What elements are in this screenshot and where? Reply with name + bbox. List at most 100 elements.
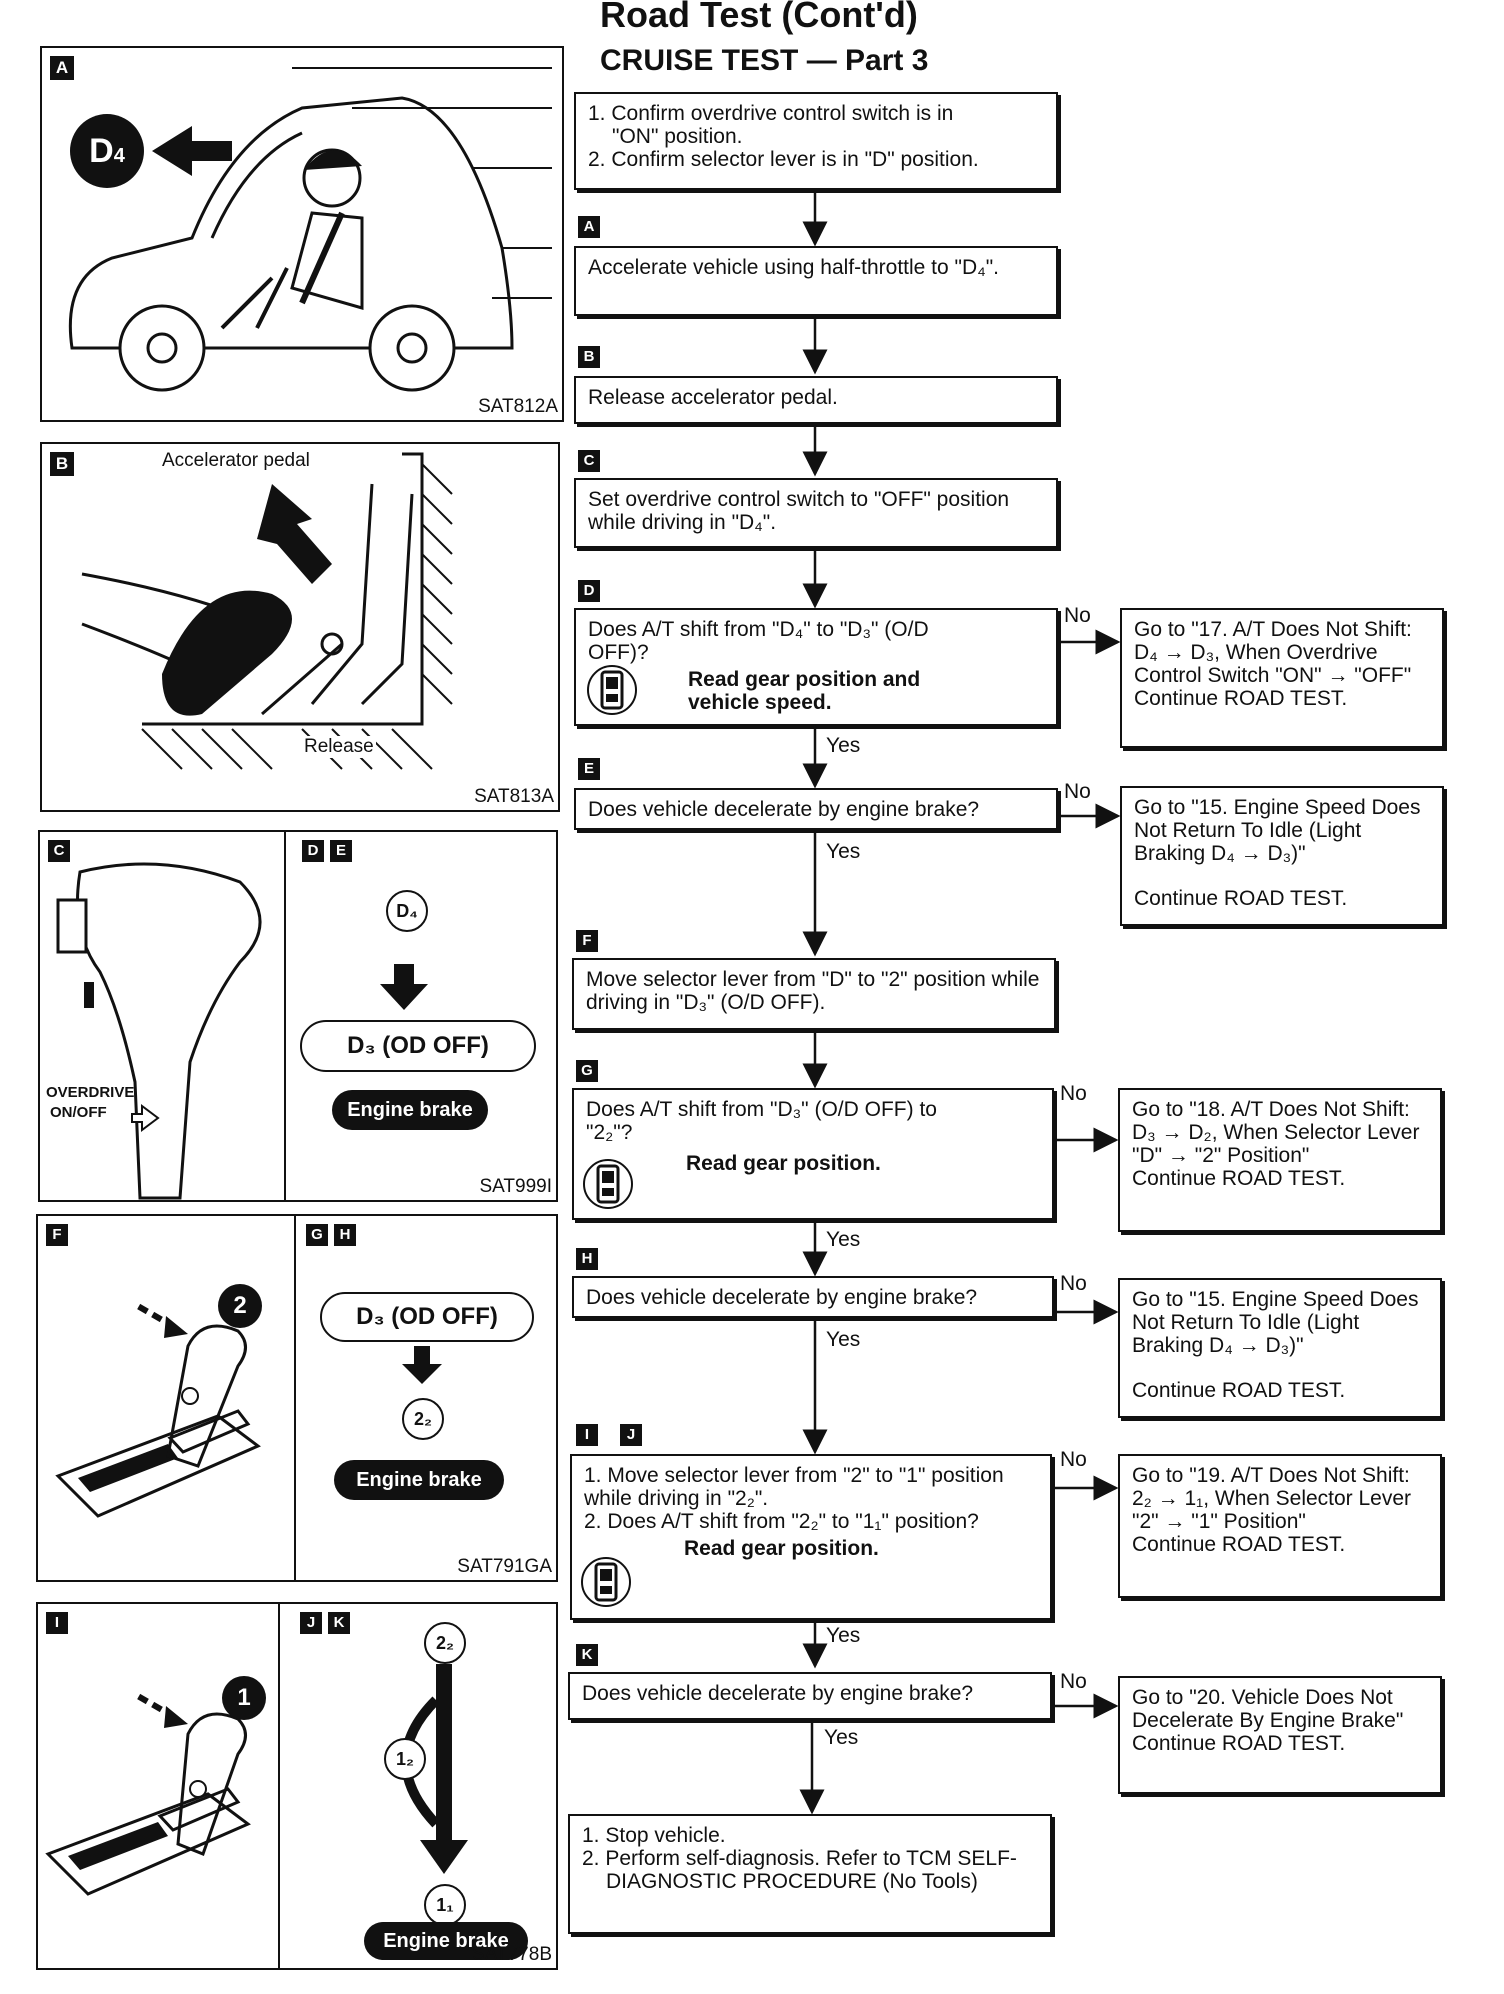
panel-e-letter: E <box>330 840 352 862</box>
step-a-box: Accelerate vehicle using half-throttle t… <box>574 246 1058 316</box>
outcome-k-text: Go to "20. Vehicle Does Not Decelerate B… <box>1132 1686 1404 1732</box>
step-f-box: Move selector lever from "D" to "2" posi… <box>572 958 1056 1030</box>
step-d-box: Does A/T shift from "D₄" to "D₃" (O/D OF… <box>574 608 1058 726</box>
step-end-box: 1. Stop vehicle. 2. Perform self-diagnos… <box>568 1814 1052 1934</box>
onoff-label: ON/OFF <box>50 1104 107 1121</box>
outcome-k-continue: Continue ROAD TEST. <box>1132 1732 1346 1755</box>
panel-ijk: I J K 1 2₂ 1₂ 1₁ Engine brake SAT778B <box>36 1602 558 1970</box>
step-k-letter: K <box>576 1644 598 1666</box>
left-arrow-icon <box>152 126 232 176</box>
outcome-e-text: Go to "15. Engine Speed Does Not Return … <box>1134 796 1421 865</box>
step-ij-yes: Yes <box>826 1624 861 1647</box>
outcome-k-box: Go to "20. Vehicle Does Not Decelerate B… <box>1118 1676 1442 1794</box>
page-title: Road Test (Cont'd) <box>600 0 918 35</box>
step-k-no: No <box>1060 1670 1087 1693</box>
d4-badge-main: D <box>89 132 114 170</box>
step-h-yes: Yes <box>826 1328 861 1351</box>
consult-reader-icon <box>583 1159 633 1209</box>
step-a-letter: A <box>578 216 600 238</box>
position-2-badge: 2 <box>218 1284 262 1328</box>
selector-lever-illustration-1 <box>45 1693 251 1896</box>
panel-k-letter: K <box>328 1612 350 1634</box>
position-1-badge: 1 <box>222 1676 266 1720</box>
panel-fgh-code: SAT791GA <box>457 1556 552 1577</box>
outcome-e-continue: Continue ROAD TEST. <box>1134 887 1348 910</box>
outcome-g-continue: Continue ROAD TEST. <box>1132 1167 1346 1190</box>
fgh-d3-od-off-box: D₃ (OD OFF) <box>320 1292 534 1342</box>
outcome-d-text: Go to "17. A/T Does Not Shift: D₄ → D₃, … <box>1134 618 1412 687</box>
step-d-yes: Yes <box>826 734 861 757</box>
start-line-1: 1. Confirm overdrive control switch is i… <box>588 102 954 125</box>
step-start-box: 1. Confirm overdrive control switch is i… <box>574 92 1058 190</box>
panel-b: B Accelerator pedal Release SAT813A <box>40 442 560 812</box>
step-h-box: Does vehicle decelerate by engine brake? <box>572 1276 1054 1318</box>
panel-cde: C D E OVERDRIVE ON/OFF D₄ D₃ (OD OFF) En… <box>38 830 558 1202</box>
arrow-right-outline-icon <box>131 1104 160 1132</box>
consult-reader-icon <box>581 1557 631 1607</box>
outcome-ij-text: Go to "19. A/T Does Not Shift: 2₂ → 1₁, … <box>1132 1464 1412 1533</box>
step-d-no: No <box>1064 604 1091 627</box>
outcome-ij-continue: Continue ROAD TEST. <box>1132 1533 1346 1556</box>
d3-od-off-box: D₃ (OD OFF) <box>300 1020 536 1072</box>
step-a-text: Accelerate vehicle using half-throttle t… <box>588 256 1000 279</box>
step-d-note: Read gear position and vehicle speed. <box>688 668 921 714</box>
step-e-letter: E <box>578 758 600 780</box>
step-ij-box: 1. Move selector lever from "2" to "1" p… <box>570 1454 1052 1620</box>
step-k-box: Does vehicle decelerate by engine brake? <box>568 1672 1052 1720</box>
step-i-letter: I <box>576 1424 598 1446</box>
panel-g-letter: G <box>306 1224 328 1246</box>
step-c-box: Set overdrive control switch to "OFF" po… <box>574 478 1058 548</box>
engine-brake-pill: Engine brake <box>332 1090 488 1130</box>
panel-b-letter: B <box>50 452 74 476</box>
step-e-text: Does vehicle decelerate by engine brake? <box>588 798 980 821</box>
overdrive-switch-illustration <box>56 862 262 1200</box>
panel-i-letter: I <box>46 1612 68 1634</box>
outcome-h-continue: Continue ROAD TEST. <box>1132 1379 1346 1402</box>
accelerator-pedal-label: Accelerator pedal <box>162 450 310 471</box>
step-ij-note: Read gear position. <box>684 1537 879 1560</box>
step-k-text: Does vehicle decelerate by engine brake? <box>582 1682 974 1705</box>
panel-j-letter: J <box>300 1612 322 1634</box>
step-g-note: Read gear position. <box>686 1152 881 1175</box>
selector-lever-illustration-2 <box>55 1303 261 1518</box>
step-b-text: Release accelerator pedal. <box>588 386 838 409</box>
down-arrow-icon <box>380 964 428 1010</box>
step-b-box: Release accelerator pedal. <box>574 376 1058 424</box>
panel-ijk-code: SAT778B <box>472 1944 552 1965</box>
panel-f-letter: F <box>46 1224 68 1246</box>
outcome-h-box: Go to "15. Engine Speed Does Not Return … <box>1118 1278 1442 1418</box>
release-label: Release <box>302 736 376 758</box>
step-h-text: Does vehicle decelerate by engine brake? <box>586 1286 978 1309</box>
step-e-no: No <box>1064 780 1091 803</box>
step-j-letter: J <box>620 1424 642 1446</box>
step-k-yes: Yes <box>824 1726 859 1749</box>
car-driver-illustration <box>68 67 552 392</box>
outcome-ij-box: Go to "19. A/T Does Not Shift: 2₂ → 1₁, … <box>1118 1454 1442 1598</box>
gear-12-circle: 1₂ <box>384 1738 426 1780</box>
step-d-letter: D <box>578 580 600 602</box>
step-e-box: Does vehicle decelerate by engine brake? <box>574 788 1058 830</box>
panel-cde-code: SAT999I <box>479 1176 552 1197</box>
overdrive-label: OVERDRIVE <box>46 1084 135 1101</box>
start-line-3: 2. Confirm selector lever is in "D" posi… <box>588 148 979 171</box>
start-line-2: "ON" position. <box>612 125 743 148</box>
panel-b-code: SAT813A <box>474 786 554 807</box>
step-ij-no: No <box>1060 1448 1087 1471</box>
panel-h-letter: H <box>334 1224 356 1246</box>
step-ij-line-2: 2. Does A/T shift from "2₂" to "1₁" posi… <box>584 1510 979 1533</box>
step-h-no: No <box>1060 1272 1087 1295</box>
step-ij-line-1: 1. Move selector lever from "2" to "1" p… <box>584 1464 1004 1510</box>
step-h-letter: H <box>576 1248 598 1270</box>
panel-d-letter: D <box>302 840 324 862</box>
step-g-letter: G <box>576 1060 598 1082</box>
d4-badge-sub: 4 <box>113 145 125 167</box>
outcome-d-box: Go to "17. A/T Does Not Shift: D₄ → D₃, … <box>1120 608 1444 748</box>
gear-d4-circle: D₄ <box>386 890 428 932</box>
accelerator-pedal-illustration <box>81 452 453 770</box>
panel-fgh: F G H 2 D₃ (OD OFF) 2₂ Engine brake SAT7… <box>36 1214 558 1582</box>
step-c-letter: C <box>578 450 600 472</box>
outcome-h-text: Go to "15. Engine Speed Does Not Return … <box>1132 1288 1419 1357</box>
ijk-engine-brake-pill: Engine brake <box>364 1922 528 1960</box>
panel-a: A D4 SAT812A <box>40 46 564 422</box>
